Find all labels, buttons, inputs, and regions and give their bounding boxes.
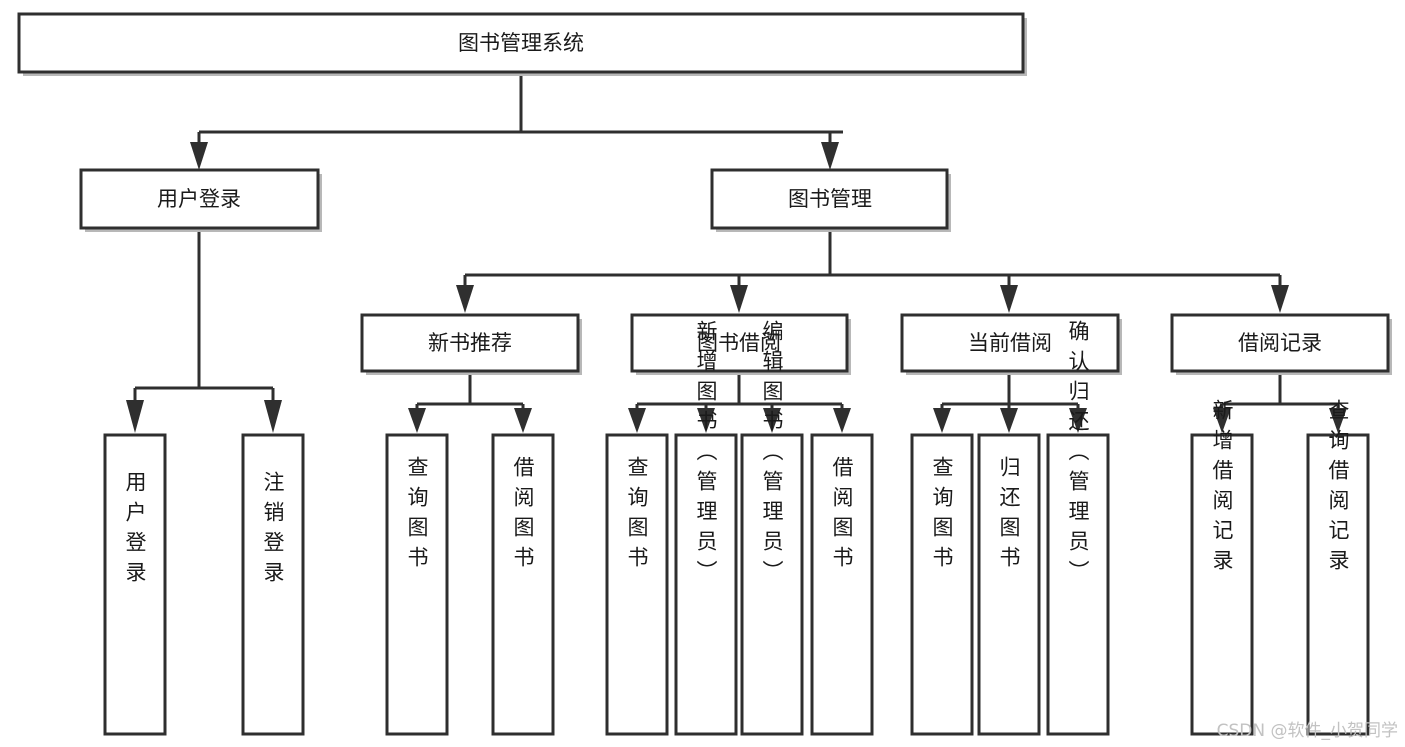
- node-user-login-label: 用户登录: [157, 187, 241, 211]
- node-book-borrow-label: 图书借阅: [697, 331, 781, 355]
- node-leaf-query-book-2[interactable]: 查询图书: [605, 433, 669, 736]
- node-leaf-query-book-3[interactable]: 查询图书: [910, 433, 974, 736]
- arrowhead-user-login: [190, 142, 208, 170]
- connector-layer: [126, 73, 1347, 433]
- node-book-manage[interactable]: 图书管理: [710, 168, 951, 232]
- arrowhead-book-borrow: [730, 285, 748, 313]
- node-current-borrow-label: 当前借阅: [968, 331, 1052, 355]
- node-leaf-add-record-label: 新增借阅记录: [1210, 399, 1234, 579]
- node-leaf-add-book-label: 新增图书（管理员）: [694, 320, 718, 590]
- arrowhead-book-manage: [821, 142, 839, 170]
- arrowhead-new-book-rec: [456, 285, 474, 313]
- node-root[interactable]: 图书管理系统: [17, 12, 1027, 76]
- node-new-book-rec[interactable]: 新书推荐: [360, 313, 582, 375]
- node-leaf-borrow-book-2-box: [810, 433, 874, 736]
- node-leaf-confirm-return-label: 确认归还（管理员）: [1066, 320, 1090, 590]
- node-leaf-user-login-box: [103, 433, 167, 736]
- node-leaf-query-book-1-box: [385, 433, 449, 736]
- arrowhead-leaf-edit-book: [763, 408, 781, 433]
- node-leaf-user-logout-label: 注销登录: [261, 471, 285, 591]
- node-leaf-add-record-box: [1190, 433, 1254, 736]
- node-new-book-rec-label: 新书推荐: [428, 331, 512, 355]
- node-leaf-query-record-label: 查询借阅记录: [1326, 399, 1350, 579]
- node-leaf-query-book-1[interactable]: 查询图书: [385, 433, 449, 736]
- arrowhead-leaf-add-record: [1213, 408, 1231, 433]
- arrowhead-current-borrow: [1000, 285, 1018, 313]
- node-leaf-return-book-label: 归还图书: [997, 456, 1021, 576]
- node-book-manage-label: 图书管理: [788, 187, 872, 211]
- arrowhead-leaf-query-book-1: [408, 408, 426, 433]
- arrowhead-leaf-query-book-3: [933, 408, 951, 433]
- node-book-borrow[interactable]: 图书借阅: [630, 313, 851, 375]
- node-leaf-user-logout[interactable]: 注销登录: [241, 433, 305, 736]
- node-current-borrow-box: [900, 313, 1120, 373]
- node-leaf-user-login[interactable]: 用户登录: [103, 433, 167, 736]
- node-borrow-record-box: [1170, 313, 1390, 373]
- arrowhead-leaf-user-logout: [264, 400, 282, 433]
- arrowhead-leaf-borrow-book-2: [833, 408, 851, 433]
- node-current-borrow[interactable]: 当前借阅: [900, 313, 1122, 375]
- node-borrow-record-label: 借阅记录: [1238, 331, 1322, 355]
- node-leaf-confirm-return-box: [1046, 433, 1110, 736]
- arrowhead-leaf-confirm-return: [1069, 408, 1087, 433]
- node-leaf-add-book-box: [674, 433, 738, 736]
- node-leaf-borrow-book-1-label: 借阅图书: [511, 456, 535, 576]
- node-leaf-add-book[interactable]: 新增图书（管理员）: [674, 320, 738, 736]
- arrowhead-leaf-query-book-2: [628, 408, 646, 433]
- arrowhead-leaf-user-login: [126, 400, 144, 433]
- node-borrow-record[interactable]: 借阅记录: [1170, 313, 1392, 375]
- node-root-box: [17, 12, 1025, 74]
- node-leaf-query-book-2-label: 查询图书: [625, 456, 649, 576]
- node-new-book-rec-box: [360, 313, 580, 373]
- node-leaf-query-record-box: [1306, 433, 1370, 736]
- node-leaf-return-book[interactable]: 归还图书: [977, 433, 1041, 736]
- node-leaf-query-record[interactable]: 查询借阅记录: [1306, 399, 1370, 736]
- node-leaf-confirm-return[interactable]: 确认归还（管理员）: [1046, 320, 1110, 736]
- node-book-borrow-box: [630, 313, 849, 373]
- node-leaf-user-login-label: 用户登录: [123, 471, 147, 591]
- node-leaf-borrow-book-1-box: [491, 433, 555, 736]
- node-leaf-edit-book[interactable]: 编辑图书（管理员）: [740, 320, 804, 736]
- node-root-label: 图书管理系统: [458, 31, 584, 55]
- node-leaf-query-book-3-box: [910, 433, 974, 736]
- node-leaf-borrow-book-2[interactable]: 借阅图书: [810, 433, 874, 736]
- node-leaf-query-book-2-box: [605, 433, 669, 736]
- node-leaf-borrow-book-2-label: 借阅图书: [830, 456, 854, 576]
- arrowhead-leaf-return-book: [1000, 408, 1018, 433]
- node-leaf-query-book-1-label: 查询图书: [405, 456, 429, 576]
- node-user-login-box: [79, 168, 320, 230]
- node-leaf-add-record[interactable]: 新增借阅记录: [1190, 399, 1254, 736]
- csdn-watermark: CSDN @软件_小贺同学: [1217, 721, 1398, 741]
- node-user-login[interactable]: 用户登录: [79, 168, 322, 232]
- node-leaf-return-book-box: [977, 433, 1041, 736]
- node-leaf-query-book-3-label: 查询图书: [930, 456, 954, 576]
- node-leaf-borrow-book-1[interactable]: 借阅图书: [491, 433, 555, 736]
- node-leaf-edit-book-box: [740, 433, 804, 736]
- node-book-manage-box: [710, 168, 949, 230]
- node-leaf-edit-book-label: 编辑图书（管理员）: [760, 320, 784, 590]
- arrowhead-leaf-query-record: [1329, 408, 1347, 433]
- arrowhead-borrow-record: [1271, 285, 1289, 313]
- arrowhead-leaf-borrow-book-1: [514, 408, 532, 433]
- node-leaf-user-logout-box: [241, 433, 305, 736]
- arrowhead-leaf-add-book: [697, 408, 715, 433]
